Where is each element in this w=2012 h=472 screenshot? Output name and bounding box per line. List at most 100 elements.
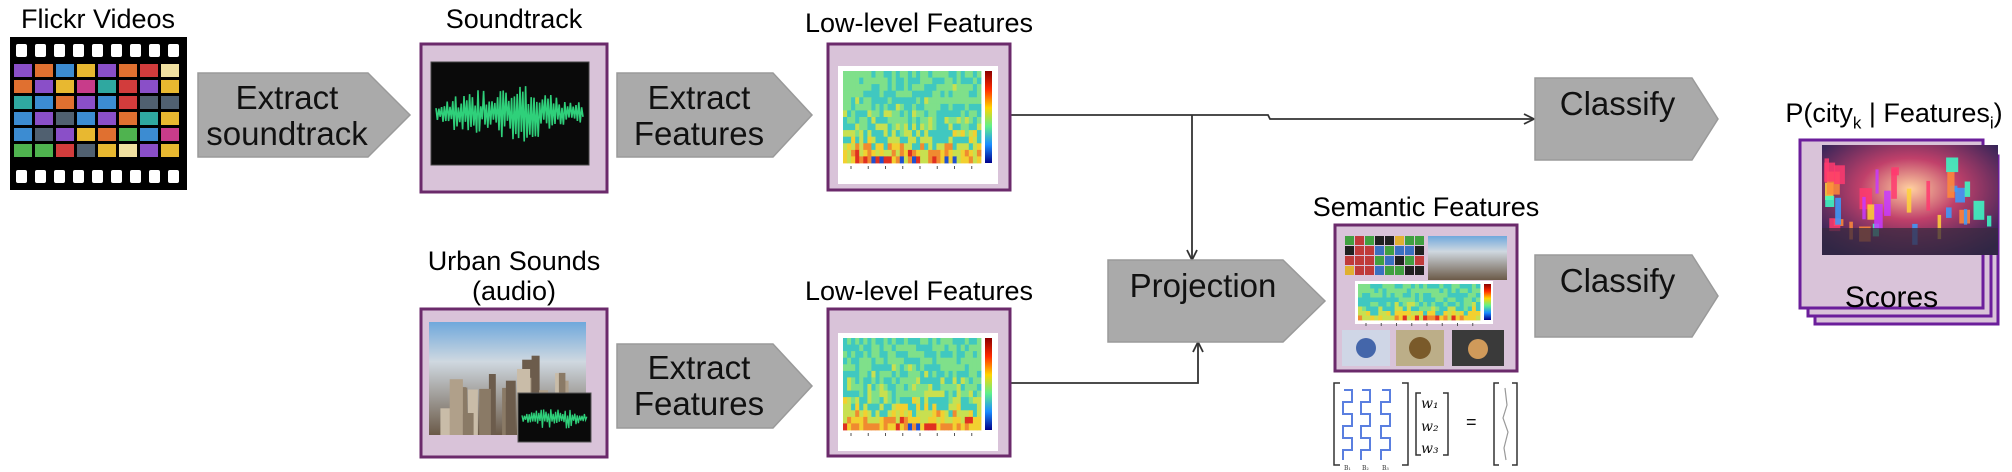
spectrogram-cell — [1402, 288, 1408, 294]
spectrogram-cell — [859, 357, 864, 365]
spectrogram-cell — [976, 90, 982, 98]
spectrogram-cell — [952, 384, 958, 391]
spectrogram-cell — [907, 416, 913, 424]
colorbar — [1484, 284, 1491, 320]
neon-sign — [1829, 218, 1841, 232]
video-thumbnail — [1375, 256, 1384, 265]
spectrogram-cell — [1362, 302, 1367, 307]
film-thumbnail — [98, 96, 116, 109]
spectrogram-cell — [928, 123, 933, 131]
spectrogram-cell — [916, 97, 921, 105]
spectrogram-cell — [1463, 315, 1469, 321]
spectrogram-cell — [1398, 293, 1404, 298]
spectrogram-cell — [907, 136, 913, 144]
spectrogram-cell — [972, 84, 978, 92]
spectrogram-cell — [863, 71, 868, 78]
spectrogram-cell — [912, 110, 917, 118]
spectrogram-cell — [912, 377, 917, 385]
spectrogram-cell — [960, 143, 966, 151]
spectrogram-cell — [916, 410, 921, 418]
spectrogram-cell — [912, 403, 917, 411]
spectrogram-cell — [960, 156, 966, 164]
spectrogram-cell — [924, 364, 929, 372]
film-thumbnail — [161, 128, 179, 141]
spectrogram-cell — [932, 71, 937, 78]
film-thumbnail — [77, 64, 95, 77]
spectrogram-cell — [903, 156, 909, 164]
spectrogram-cell — [976, 351, 982, 359]
spectrogram-cell — [936, 103, 941, 111]
spectrogram-cell — [932, 110, 937, 118]
spectrogram-cell — [1439, 302, 1444, 307]
spectrogram-cell — [1394, 306, 1400, 312]
video-thumbnail — [1405, 246, 1414, 255]
spectrogram-cell — [1459, 315, 1465, 321]
spectrogram-cell — [972, 377, 978, 385]
spectrogram-cell — [867, 149, 872, 157]
spectrogram-cell — [875, 123, 880, 131]
spectrogram-cell — [1362, 297, 1367, 303]
spectrogram-cell — [891, 84, 897, 92]
spectrogram-cell — [867, 351, 872, 359]
spectrogram-cell — [863, 351, 868, 359]
spectrogram-cell — [1358, 297, 1363, 303]
spectrogram-cell — [936, 117, 941, 124]
spectrogram-cell — [1366, 293, 1371, 298]
spectrogram-cell — [843, 403, 848, 411]
spectrogram-cell — [847, 84, 852, 92]
spectrogram-cell — [948, 344, 953, 352]
film-hole — [73, 44, 84, 57]
spectrogram-cell — [903, 84, 909, 92]
spectrogram-cell — [948, 397, 953, 405]
spectrogram-cell — [867, 423, 872, 431]
spectrogram-cell — [968, 71, 974, 78]
spectrogram-cell — [851, 384, 856, 391]
spectrogram-cell — [899, 351, 905, 359]
spectrogram-cell — [936, 390, 941, 398]
spectrogram-cell — [1362, 306, 1367, 312]
spectrogram-cell — [907, 364, 913, 372]
spectrogram-cell — [940, 77, 945, 85]
soundtrack-waveform — [435, 86, 584, 142]
film-thumbnail — [14, 64, 32, 77]
spectrogram-cell — [1447, 297, 1452, 303]
spectrogram-cell — [924, 110, 929, 118]
spectrogram-cell — [960, 149, 966, 157]
spectrogram-cell — [891, 149, 897, 157]
spectrogram-cell — [1431, 293, 1436, 298]
spectrogram-cell — [976, 416, 982, 424]
spectrogram-cell — [875, 71, 880, 78]
spectrogram-cell — [879, 110, 884, 118]
neon-sign — [1946, 207, 1952, 218]
spectrogram-cell — [1366, 297, 1371, 303]
spectrogram-cell — [1443, 293, 1448, 298]
spectrogram-cell — [976, 110, 982, 118]
spectrogram-cell — [863, 149, 868, 157]
film-thumbnail — [140, 112, 158, 125]
spectrogram-cell — [879, 397, 884, 405]
spectrogram-cell — [863, 390, 868, 398]
spectrogram-cell — [1390, 306, 1395, 312]
spectrogram-cell — [895, 403, 901, 411]
spectrogram-cell — [916, 156, 921, 164]
spectrogram-cell — [1459, 306, 1465, 312]
spectrogram-cell — [912, 97, 917, 105]
spectrogram-cell — [948, 423, 953, 431]
spectrogram-cell — [851, 357, 856, 365]
film-thumbnail — [161, 80, 179, 93]
weight-w1: w₁ — [1421, 396, 1439, 412]
spectrogram-cell — [895, 90, 901, 98]
spectrogram-cell — [1386, 315, 1391, 321]
spectrogram-cell — [928, 149, 933, 157]
spectrogram-cell — [928, 90, 933, 98]
spectrogram-top — [843, 71, 992, 169]
spectrogram-cell — [843, 84, 848, 92]
spectrogram-cell — [928, 136, 933, 144]
film-thumbnail — [140, 128, 158, 141]
low-level-features-bottom-label: Low-level Features — [804, 276, 1034, 306]
spectrogram-cell — [968, 377, 974, 385]
spectrogram-cell — [944, 77, 949, 85]
spectrogram-cell — [952, 377, 958, 385]
spectrogram-cell — [936, 149, 941, 157]
spectrogram-cell — [972, 357, 978, 365]
